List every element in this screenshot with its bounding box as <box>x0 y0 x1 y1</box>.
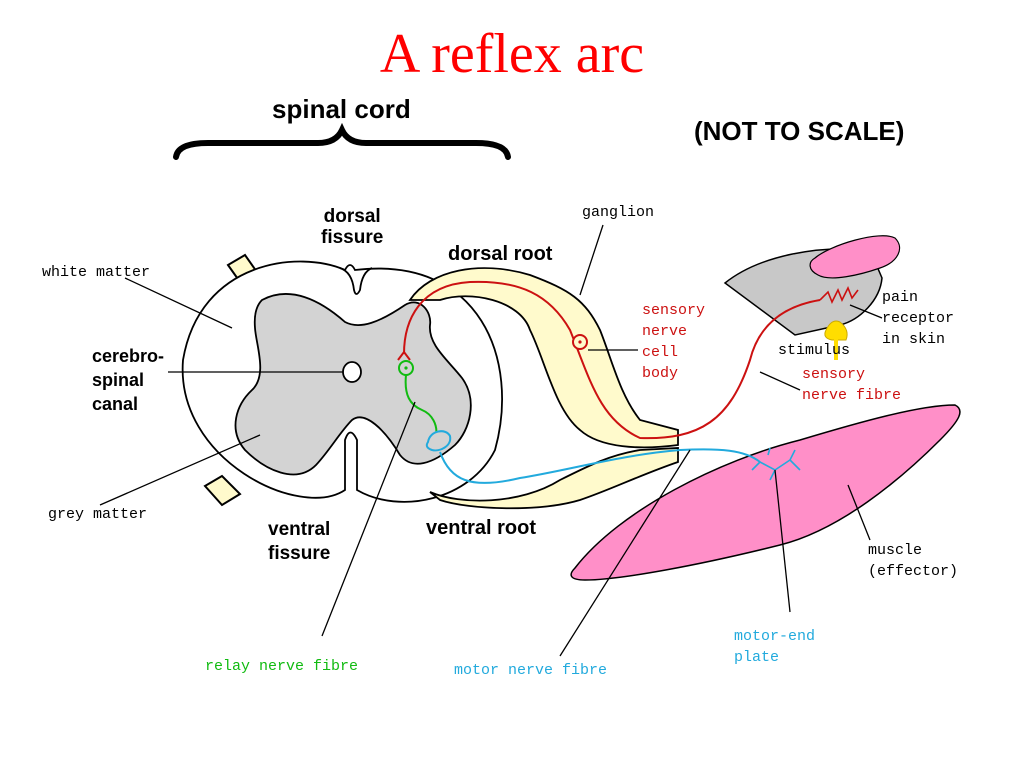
diagram-title: A reflex arc <box>379 23 645 85</box>
grey-matter <box>234 293 472 476</box>
ventral-nerve-strip <box>203 474 242 507</box>
motor-end-plate <box>751 447 801 481</box>
spinal-cord-label: spinal cord <box>272 94 411 124</box>
grey-matter-label: grey matter <box>48 506 148 523</box>
relay-nerve-fibre-label: relay nerve fibre <box>205 658 359 675</box>
motor-nerve-fibre <box>439 448 761 484</box>
ganglion-label: ganglion <box>582 204 655 221</box>
muscle-label: muscle(effector) <box>868 542 959 580</box>
cerebrospinal-canal <box>342 361 362 383</box>
pain-receptor <box>819 286 859 304</box>
muscle <box>570 404 961 581</box>
spinal-cord-brace <box>173 122 511 160</box>
sensory-nerve-fibre <box>403 280 821 440</box>
relay-nerve-fibre <box>404 374 438 437</box>
not-to-scale-note: (NOT TO SCALE) <box>694 116 905 146</box>
stimulus-label: stimulus <box>778 342 851 359</box>
ventral-root <box>429 447 679 510</box>
ventral-root-label: ventral root <box>426 517 537 539</box>
dorsal-fissure <box>339 267 373 295</box>
white-matter-label: white matter <box>42 264 151 281</box>
dorsal-root <box>408 267 679 449</box>
pointer-lines <box>99 224 883 657</box>
dorsal-root-label: dorsal root <box>448 243 553 265</box>
sensory-terminal <box>397 350 411 361</box>
relay-cell-nucleus <box>404 366 408 370</box>
motor-cell-body <box>425 430 452 452</box>
stimulus-marker <box>824 320 848 341</box>
motor-nerve-fibre-label: motor nerve fibre <box>454 662 608 679</box>
fingernail <box>809 235 901 279</box>
sensory-cell-nucleus <box>578 340 582 344</box>
